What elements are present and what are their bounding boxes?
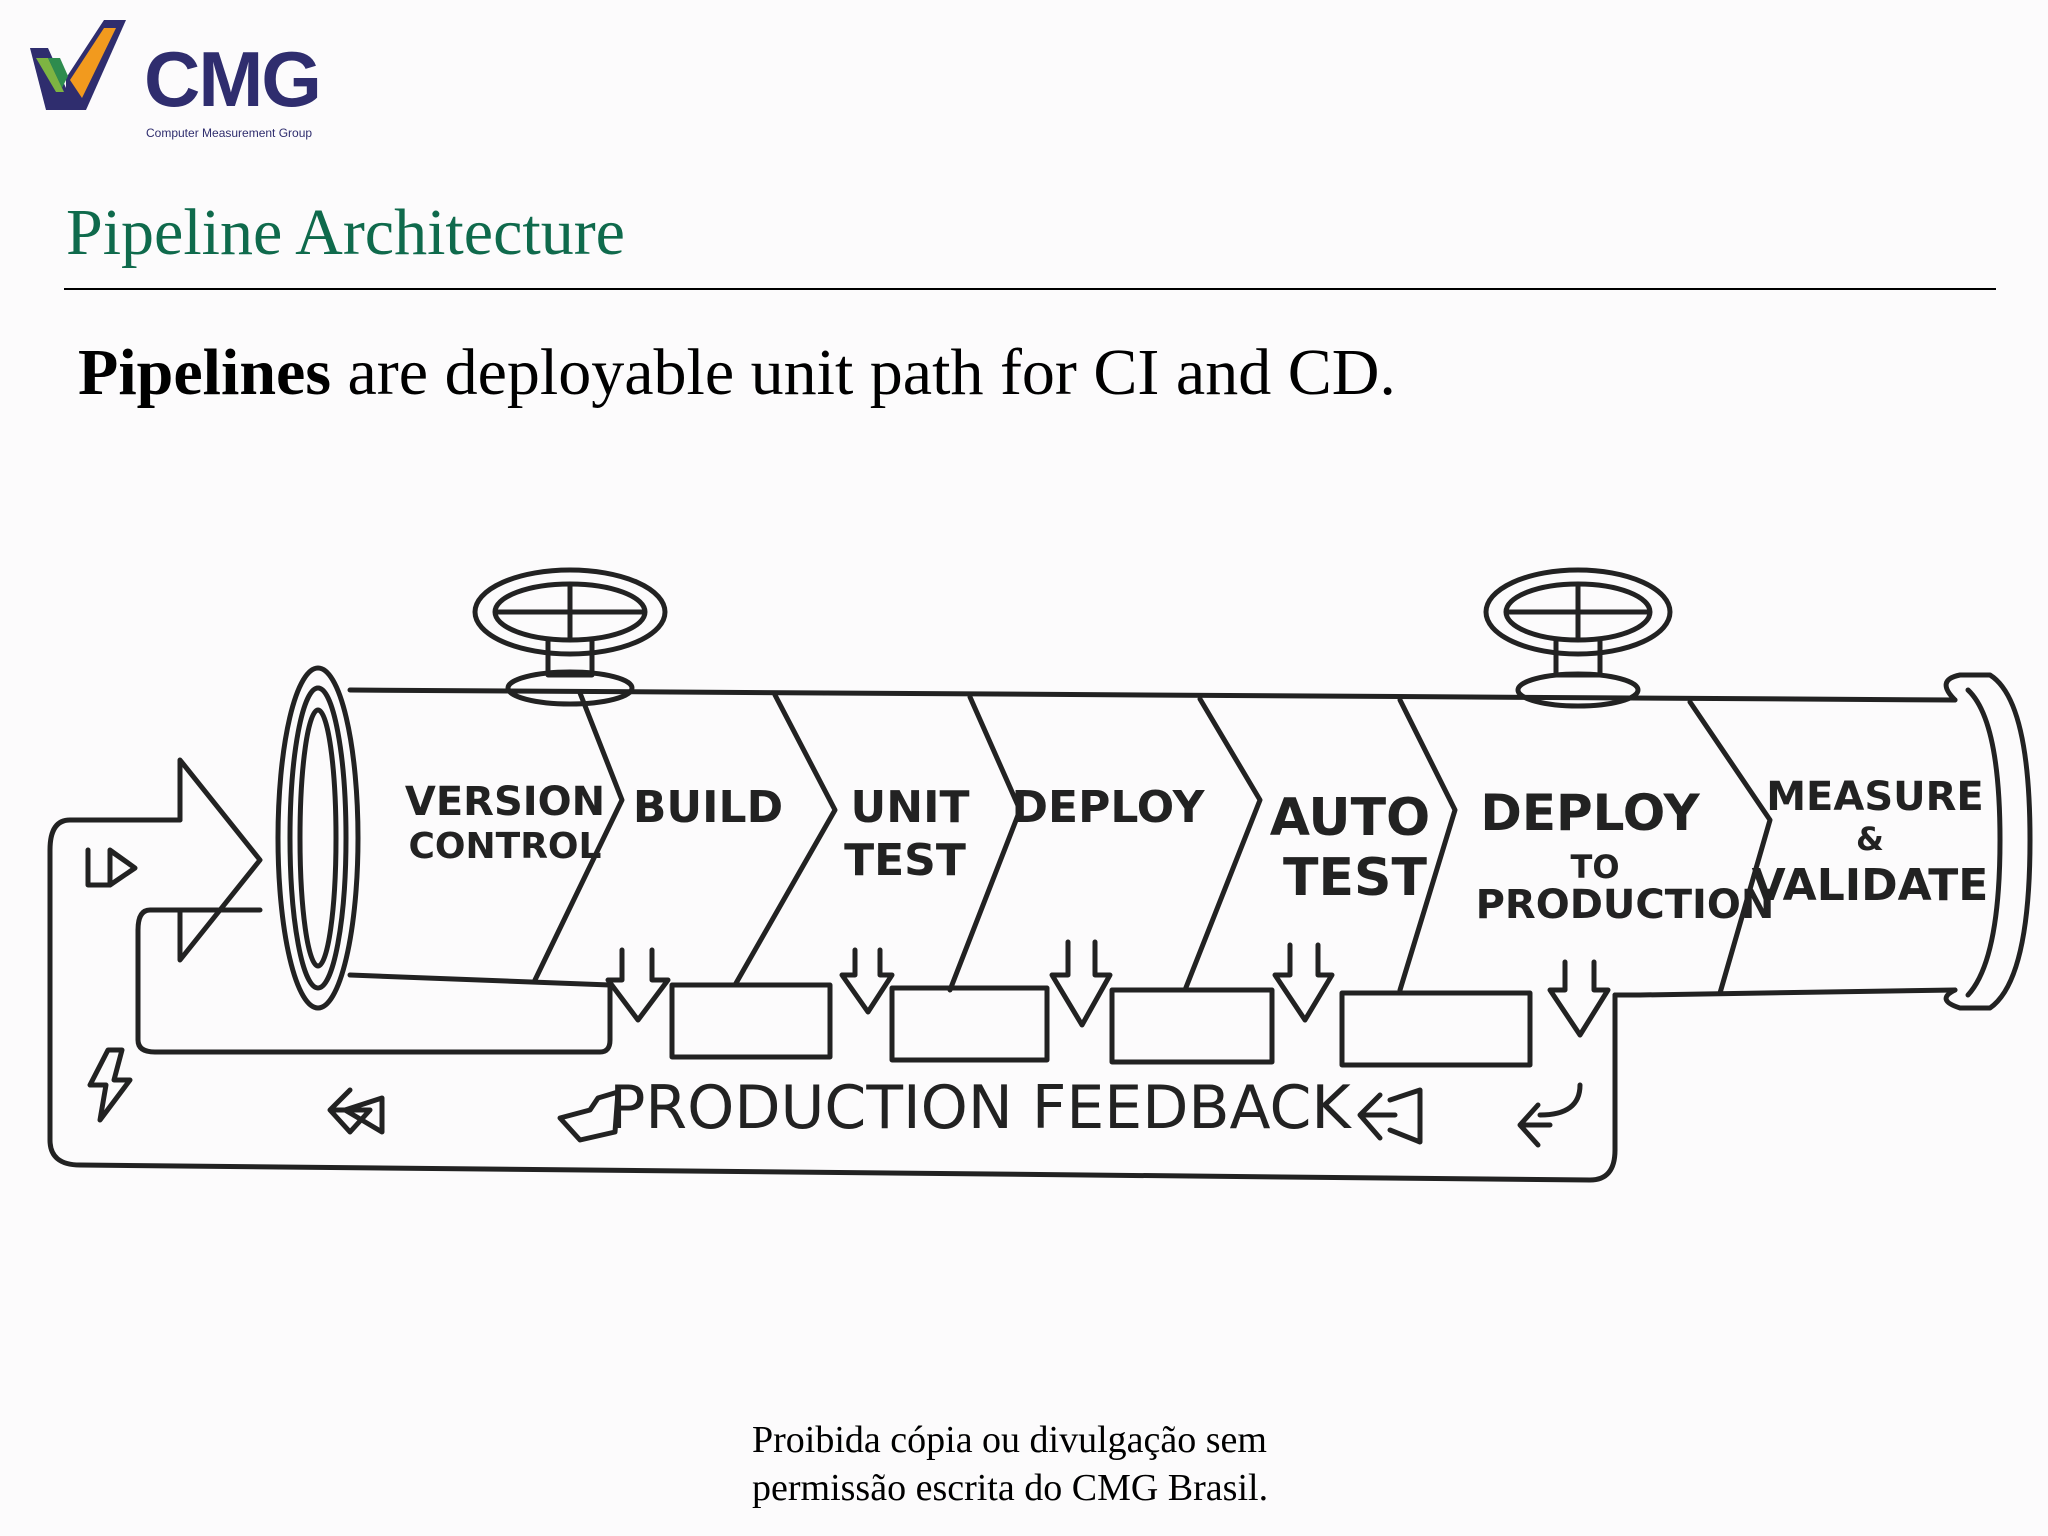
stage-1-line1: VERSION	[405, 779, 605, 825]
stage-4-line1: DEPLOY	[1012, 782, 1206, 833]
stage-3-line1: UNIT	[851, 782, 970, 833]
footer-line-1: Proibida cópia ou divulgação sem	[752, 1419, 1267, 1461]
stage-6-line1: DEPLOY	[1480, 784, 1700, 842]
stage-5-line2: TEST	[1283, 848, 1427, 908]
logo-text: CMG	[144, 35, 322, 123]
feedback-label: PRODUCTION FEEDBACK	[609, 1073, 1352, 1143]
pipeline-diagram: VERSION CONTROL BUILD UNIT TEST DEPLOY A…	[47, 567, 2033, 1183]
stage-6-line2: TO	[1570, 848, 1619, 886]
stage-5-line1: AUTO	[1270, 788, 1431, 848]
title-divider	[64, 288, 1996, 290]
stage-7-line1: MEASURE	[1766, 774, 1984, 820]
page-title: Pipeline Architecture	[66, 196, 625, 269]
cmg-logo: CMG Computer Measurement Group	[26, 18, 336, 140]
stage-7-line3: VALIDATE	[1752, 860, 1989, 911]
stage-2-line1: BUILD	[633, 782, 783, 833]
logo-subtext: Computer Measurement Group	[146, 126, 313, 140]
subtitle-bold: Pipelines	[78, 336, 332, 409]
stage-6-line3: PRODUCTION	[1476, 882, 1775, 928]
footer-line-2: permissão escrita do CMG Brasil.	[752, 1467, 1269, 1509]
stage-3-line2: TEST	[844, 835, 966, 886]
stage-1-line2: CONTROL	[409, 826, 602, 867]
subtitle-rest: are deployable unit path for CI and CD.	[331, 336, 1396, 409]
stage-7-line2: &	[1856, 820, 1884, 858]
footer-notice: Proibida cópia ou divulgação sem permiss…	[752, 1416, 1352, 1512]
cmg-logo-mark-icon	[30, 20, 126, 110]
subtitle: Pipelines are deployable unit path for C…	[78, 340, 1396, 406]
